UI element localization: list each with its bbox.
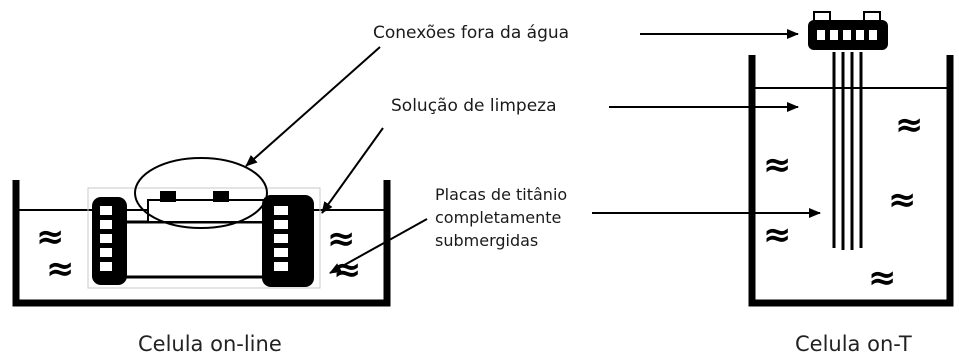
- wave-icon: ≈: [888, 180, 917, 220]
- arrow-plates-left: [329, 218, 428, 274]
- connections-highlight-ellipse: [134, 157, 268, 229]
- wave-icon: ≈: [868, 258, 897, 298]
- connection-terminal: [160, 191, 176, 202]
- online-cell-body: [87, 157, 321, 289]
- titanium-plates-line1: Placas de titânio: [435, 185, 568, 204]
- wave-icon: ≈: [763, 215, 792, 255]
- caption-online-cell: Celula on-line: [138, 332, 282, 356]
- arrow-connections-left: [245, 46, 381, 167]
- caption-ont-cell: Celula on-T: [795, 332, 912, 356]
- connections-label: Conexões fora da água: [373, 23, 570, 43]
- wave-symbols: ≈ ≈ ≈ ≈ ≈ ≈ ≈ ≈ ≈: [36, 105, 924, 298]
- wave-icon: ≈: [46, 249, 75, 289]
- wave-icon: ≈: [895, 105, 924, 145]
- connection-terminal: [213, 191, 229, 202]
- wave-icon: ≈: [36, 217, 65, 257]
- wave-icon: ≈: [333, 250, 362, 290]
- wave-icon: ≈: [763, 145, 792, 185]
- ont-cell-body: [808, 11, 888, 250]
- wave-icon: ≈: [327, 219, 356, 259]
- titanium-plates-label: Placas de titânio completamente submergi…: [435, 183, 567, 252]
- arrow-solution-left: [321, 127, 384, 214]
- arrows: [245, 29, 821, 274]
- titanium-plates-line3: submergidas: [435, 231, 539, 250]
- cleaning-solution-label: Solução de limpeza: [391, 96, 557, 116]
- titanium-plates-line2: completamente: [435, 208, 562, 227]
